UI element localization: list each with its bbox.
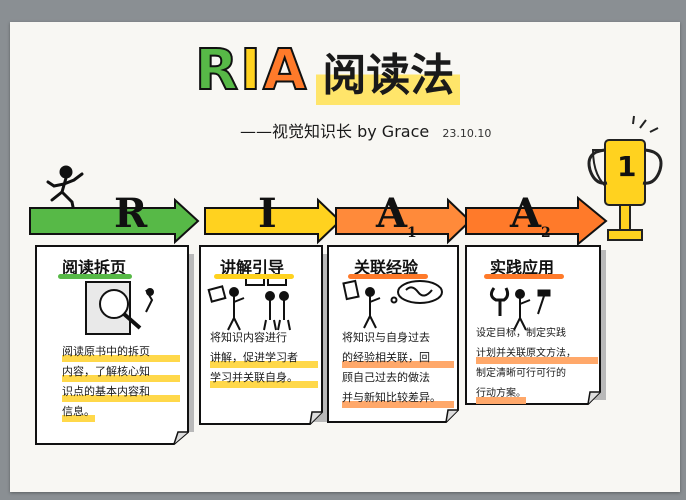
- title-letter-i: I: [239, 38, 262, 103]
- card-3-line: 将知识与自身过去: [342, 331, 430, 344]
- card-4-heading: 实践应用: [490, 258, 555, 277]
- card-3-body: 将知识与自身过去 的经验相关联，回 顾自己过去的做法 并与新知比较差异。: [342, 328, 454, 408]
- step-letter-a1: A1: [376, 190, 417, 241]
- card-2-line: 将知识内容进行: [210, 331, 287, 344]
- title-letter-r: R: [194, 38, 239, 103]
- card-3-line: 顾自己过去的做法: [342, 371, 430, 384]
- page-title: R I A 阅读法: [194, 36, 461, 106]
- tools-icon: [489, 287, 551, 331]
- step-letter-r: R: [114, 190, 148, 237]
- trophy-number: 1: [617, 150, 637, 183]
- card-1-body: 阅读原书中的拆页 内容，了解核心知 识点的基本内容和 信息。: [62, 342, 180, 422]
- card-4-body: 设定目标，制定实践 计划并关联原文方法， 制定清晰可行可行的 行动方案。: [476, 324, 598, 404]
- card-3-line: 并与新知比较差异。: [342, 388, 454, 408]
- arrow-a2: [465, 195, 608, 247]
- card-4-line: 行动方案。: [476, 384, 526, 404]
- card-2-body: 将知识内容进行 讲解，促进学习者 学习并关联自身。: [210, 328, 318, 388]
- card-1-underline: [58, 274, 132, 279]
- card-1-line: 识点的基本内容和: [62, 382, 180, 402]
- experience-icon: [342, 279, 443, 329]
- card-1-line: 阅读原书中的拆页: [62, 342, 180, 362]
- title-letter-a: A: [262, 38, 307, 103]
- arrow-r: [29, 197, 200, 245]
- trophy-icon: [587, 115, 663, 241]
- card-2-line: 讲解，促进学习者: [210, 348, 318, 368]
- card-1-line: 信息。: [62, 402, 95, 422]
- card-3-heading: 关联经验: [354, 258, 419, 277]
- step-letter-i: I: [258, 190, 277, 237]
- title-chinese: 阅读法: [316, 37, 461, 105]
- subtitle: ——视觉知识长 by Grace 23.10.10: [240, 118, 491, 142]
- card-1-line: 内容，了解核心知: [62, 362, 180, 382]
- arrow-a1: [335, 197, 472, 245]
- arrow-i: [204, 197, 342, 245]
- card-3-underline: [348, 274, 428, 279]
- step-letter-a2: A2: [510, 190, 551, 241]
- card-2-heading: 讲解引导: [220, 258, 285, 277]
- card-4-underline: [484, 274, 564, 279]
- magnifier-page-icon: [85, 281, 154, 335]
- card-4-line: 设定目标，制定实践: [476, 328, 566, 339]
- card-3-line: 的经验相关联，回: [342, 348, 454, 368]
- runner-icon: [46, 165, 84, 214]
- subtitle-date: 23.10.10: [442, 127, 492, 140]
- card-4-line: 计划并关联原文方法，: [476, 344, 598, 364]
- teaching-icon: [207, 275, 291, 331]
- card-4: [465, 245, 601, 405]
- card-1-heading: 阅读拆页: [62, 258, 127, 277]
- card-4-line: 制定清晰可行可行的: [476, 368, 566, 379]
- card-2-line: 学习并关联自身。: [210, 368, 318, 388]
- card-2-underline: [214, 274, 294, 279]
- subtitle-text: ——视觉知识长 by Grace: [240, 122, 430, 141]
